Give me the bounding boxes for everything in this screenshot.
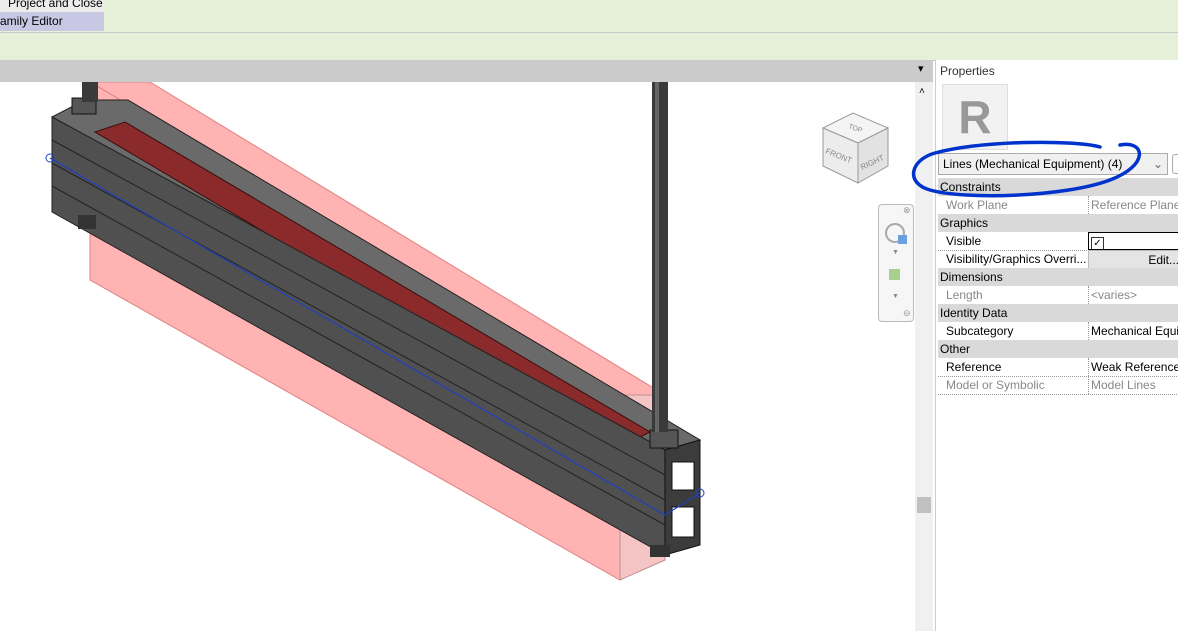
property-label: Reference xyxy=(946,360,1002,374)
properties-palette: Properties R Lines (Mechanical Equipment… xyxy=(935,60,1178,631)
minimize-icon[interactable]: ⊖ xyxy=(903,308,911,318)
subcategory-field[interactable]: Mechanical Equip xyxy=(1088,322,1178,340)
property-label: Model or Symbolic xyxy=(946,378,1045,392)
property-row-length: Length <varies> xyxy=(938,286,1178,305)
section-other[interactable]: Other xyxy=(938,340,1178,358)
property-label: Visibility/Graphics Overri... xyxy=(946,252,1086,266)
family-type-image: R xyxy=(942,84,1008,150)
checkmark-icon: ✓ xyxy=(1091,237,1104,249)
3d-viewport[interactable]: TOP FRONT RIGHT ⊗ ▼ ▼ ⊖ xyxy=(0,82,915,631)
ribbon-divider xyxy=(0,32,1178,33)
section-graphics[interactable]: Graphics xyxy=(938,214,1178,232)
viewcube[interactable]: TOP FRONT RIGHT xyxy=(818,108,893,188)
navigation-bar: ⊗ ▼ ▼ ⊖ xyxy=(878,204,914,322)
edit-button[interactable]: Edit... xyxy=(1088,250,1178,270)
property-row-visible: Visible ✓ xyxy=(938,232,1178,251)
selected-lines xyxy=(45,153,705,516)
steering-wheel-icon[interactable] xyxy=(885,223,905,243)
edit-type-icon[interactable] xyxy=(1172,154,1178,174)
type-selector[interactable]: Lines (Mechanical Equipment) (4) ⌄ xyxy=(938,153,1168,175)
visible-checkbox[interactable]: ✓ xyxy=(1088,232,1178,250)
scroll-thumb[interactable] xyxy=(917,497,931,513)
scroll-up-icon[interactable]: ˄ xyxy=(919,86,925,97)
dropdown-icon[interactable]: ▼ xyxy=(892,293,899,300)
viewcube-top[interactable]: TOP xyxy=(847,123,863,135)
menu-project-and-close[interactable]: Project and Close xyxy=(0,0,104,12)
threaded-rods xyxy=(82,82,668,432)
model-view xyxy=(45,82,705,581)
properties-title: Properties xyxy=(940,64,995,78)
property-label: Length xyxy=(946,288,983,302)
property-label: Subcategory xyxy=(946,324,1014,338)
section-constraints[interactable]: Constraints xyxy=(938,178,1178,196)
channel-beam xyxy=(50,97,702,557)
close-icon[interactable]: ⊗ xyxy=(903,205,911,215)
property-row-subcategory: Subcategory Mechanical Equip xyxy=(938,322,1178,341)
type-selector-value: Lines (Mechanical Equipment) (4) xyxy=(943,157,1123,171)
property-value: <varies> xyxy=(1088,286,1178,304)
property-row-vg-overrides: Visibility/Graphics Overri...Edit... xyxy=(938,250,1178,270)
dropdown-icon[interactable]: ▼ xyxy=(892,249,899,256)
property-label: Visible xyxy=(946,234,982,248)
section-identity-data[interactable]: Identity Data xyxy=(938,304,1178,322)
property-row-reference: Reference Weak Reference xyxy=(938,358,1178,377)
hand-drawn-annotation-circle xyxy=(911,140,1142,198)
property-value: Model Lines xyxy=(1088,376,1178,394)
ribbon: Project and Close amily Editor xyxy=(0,0,1178,61)
property-value: Reference Plane xyxy=(1088,196,1178,214)
cube-icon xyxy=(898,235,907,244)
zoom-region-icon[interactable] xyxy=(889,269,900,280)
view-tab-bar: ▾ xyxy=(0,60,933,82)
section-dimensions[interactable]: Dimensions xyxy=(938,268,1178,286)
chevron-down-icon: ⌄ xyxy=(1152,157,1163,171)
vertical-scrollbar[interactable]: ˄ xyxy=(915,82,933,631)
property-label: Work Plane xyxy=(946,198,1008,212)
reference-field[interactable]: Weak Reference xyxy=(1088,358,1178,376)
dropdown-icon[interactable]: ▾ xyxy=(918,63,924,75)
menu-family-editor[interactable]: amily Editor xyxy=(0,12,104,31)
property-row-model-or-symbolic: Model or Symbolic Model Lines xyxy=(938,376,1178,395)
